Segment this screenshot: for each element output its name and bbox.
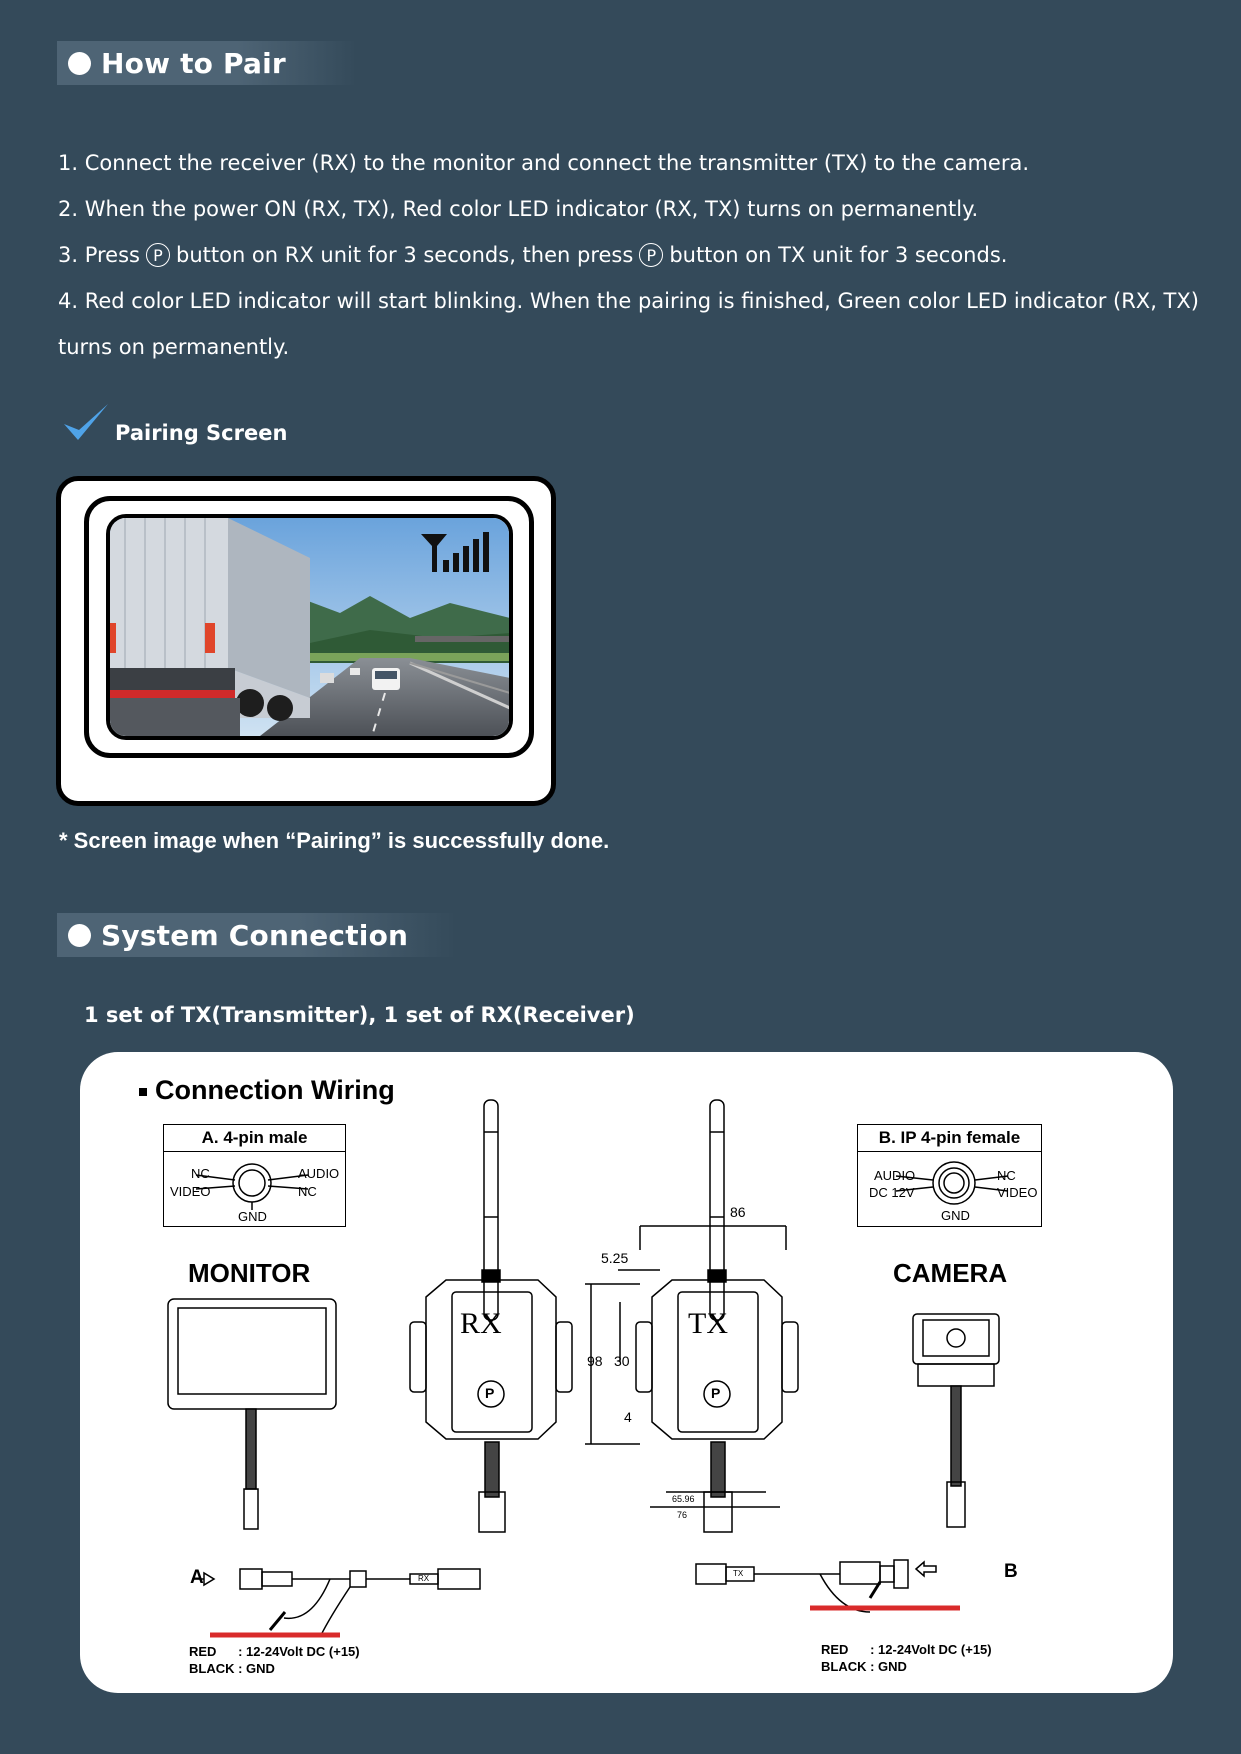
dim-offset: 5.25 <box>601 1250 629 1266</box>
rx-p-button-icon: P <box>485 1385 495 1401</box>
pair-step-4-continued: turns on permanently. <box>58 335 290 359</box>
section-title: How to Pair <box>101 46 286 80</box>
wiring-title: Connection Wiring <box>139 1075 395 1106</box>
bullet-dot-icon <box>68 51 91 75</box>
tx-unit-label: TX <box>688 1307 728 1340</box>
pair-step-2: 2. When the power ON (RX, TX), Red color… <box>58 197 979 221</box>
dim-height: 98 <box>587 1353 603 1369</box>
pin-b-box: B. IP 4-pin female <box>857 1124 1042 1227</box>
pair-step-3-part-b: button on RX unit for 3 seconds, then pr… <box>175 243 634 267</box>
pin-a-left-bottom: VIDEO <box>170 1184 211 1199</box>
wiring-title-text: Connection Wiring <box>155 1075 395 1105</box>
power-right-red: RED : 12-24Volt DC (+15) <box>821 1642 992 1657</box>
dim-base-outer: 76 <box>677 1510 688 1520</box>
pair-step-3-part-c: button on TX unit for 3 seconds. <box>669 243 1008 267</box>
cable-rx-tag: RX <box>418 1574 430 1583</box>
dim-inner-height: 30 <box>614 1353 630 1369</box>
camera-label: CAMERA <box>893 1258 1008 1288</box>
pin-b-right-top: NC <box>997 1168 1016 1183</box>
dim-width-top: 86 <box>730 1204 746 1220</box>
tx-p-button-icon: P <box>711 1385 721 1401</box>
p-button-icon: P <box>145 242 170 267</box>
pairing-monitor-illustration <box>56 476 556 806</box>
signal-bar <box>463 546 469 572</box>
section-header-how-to-pair: How to Pair <box>57 41 357 85</box>
pairing-screen-label: Pairing Screen <box>115 421 288 445</box>
cable-tx-tag: TX <box>733 1569 744 1578</box>
connection-wiring-panel: Connection Wiring A. 4-pin male NC VIDEO… <box>80 1052 1173 1693</box>
dim-hole: 4 <box>624 1409 632 1425</box>
signal-bar <box>473 539 479 572</box>
power-left-red: RED : 12-24Volt DC (+15) <box>189 1644 360 1659</box>
monitor-screen-image <box>106 514 513 740</box>
square-bullet-icon <box>139 1087 147 1096</box>
connector-b-label: B <box>1004 1561 1018 1582</box>
monitor-label: MONITOR <box>188 1258 311 1288</box>
power-left-black: BLACK : GND <box>189 1661 275 1676</box>
pair-step-4: 4. Red color LED indicator will start bl… <box>58 289 1199 313</box>
pair-step-3-part-a: 3. Press <box>58 243 140 267</box>
wiring-diagram-drawing <box>167 1099 1009 1638</box>
signal-bar <box>453 553 459 572</box>
pin-b-left-bottom: DC 12V <box>869 1185 915 1200</box>
pin-a-right-bottom: NC <box>298 1184 317 1199</box>
pin-a-header: A. 4-pin male <box>164 1125 345 1152</box>
checkmark-icon <box>64 404 108 440</box>
bullet-dot-icon <box>68 923 91 947</box>
signal-bar <box>483 532 489 572</box>
rx-unit-label: RX <box>460 1307 502 1340</box>
pin-a-right-top: AUDIO <box>298 1166 340 1181</box>
dim-base-inner: 65.96 <box>672 1494 695 1504</box>
pair-step-1: 1. Connect the receiver (RX) to the moni… <box>58 151 1030 175</box>
pin-b-right-bottom: VIDEO <box>997 1185 1038 1200</box>
pin-b-header: B. IP 4-pin female <box>858 1125 1041 1152</box>
signal-bar <box>443 560 449 572</box>
pin-b-bottom: GND <box>941 1208 970 1223</box>
p-button-icon: P <box>639 242 664 267</box>
power-right-black: BLACK : GND <box>821 1659 907 1674</box>
highway-scene-image <box>110 518 509 736</box>
system-subtitle: 1 set of TX(Transmitter), 1 set of RX(Re… <box>84 1003 635 1027</box>
pin-a-box: A. 4-pin male <box>163 1124 346 1227</box>
signal-strength-icon <box>421 532 489 572</box>
pin-b-left-top: AUDIO <box>874 1168 916 1183</box>
monitor-bezel <box>84 496 534 758</box>
pin-a-left-top: NC <box>191 1166 210 1181</box>
section-title: System Connection <box>101 918 409 952</box>
pairing-note: * Screen image when “Pairing” is success… <box>59 828 610 853</box>
pin-a-bottom: GND <box>238 1209 267 1224</box>
connector-a-label: A <box>190 1567 204 1588</box>
section-header-system-connection: System Connection <box>57 913 457 957</box>
